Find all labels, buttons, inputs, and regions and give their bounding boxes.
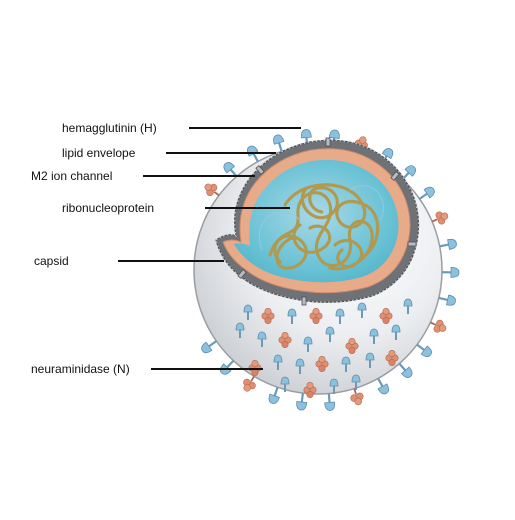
label-m2-ion-channel: M2 ion channel xyxy=(31,169,113,183)
label-lipid-envelope: lipid envelope xyxy=(62,146,136,160)
leader-lipid-envelope xyxy=(166,152,276,154)
leader-ribonucleoprotein xyxy=(205,207,290,209)
leader-capsid xyxy=(118,260,224,262)
hemagglutinin-spike xyxy=(322,391,337,412)
label-capsid: capsid xyxy=(34,254,69,268)
label-neuraminidase: neuraminidase (N) xyxy=(31,362,130,376)
leader-hemagglutinin xyxy=(189,127,301,129)
ribonucleoprotein-strands xyxy=(268,183,380,271)
hemagglutinin-spike xyxy=(294,391,309,412)
hemagglutinin-spike xyxy=(440,266,461,279)
hemagglutinin-spike xyxy=(436,291,458,308)
label-ribonucleoprotein: ribonucleoprotein xyxy=(62,201,155,215)
label-hemagglutinin: hemagglutinin (H) xyxy=(62,121,157,135)
leader-neuraminidase xyxy=(151,368,263,370)
m2-ion-channels xyxy=(237,137,417,306)
hemagglutinin-spike xyxy=(437,237,459,253)
leader-m2-ion-channel xyxy=(143,175,255,177)
